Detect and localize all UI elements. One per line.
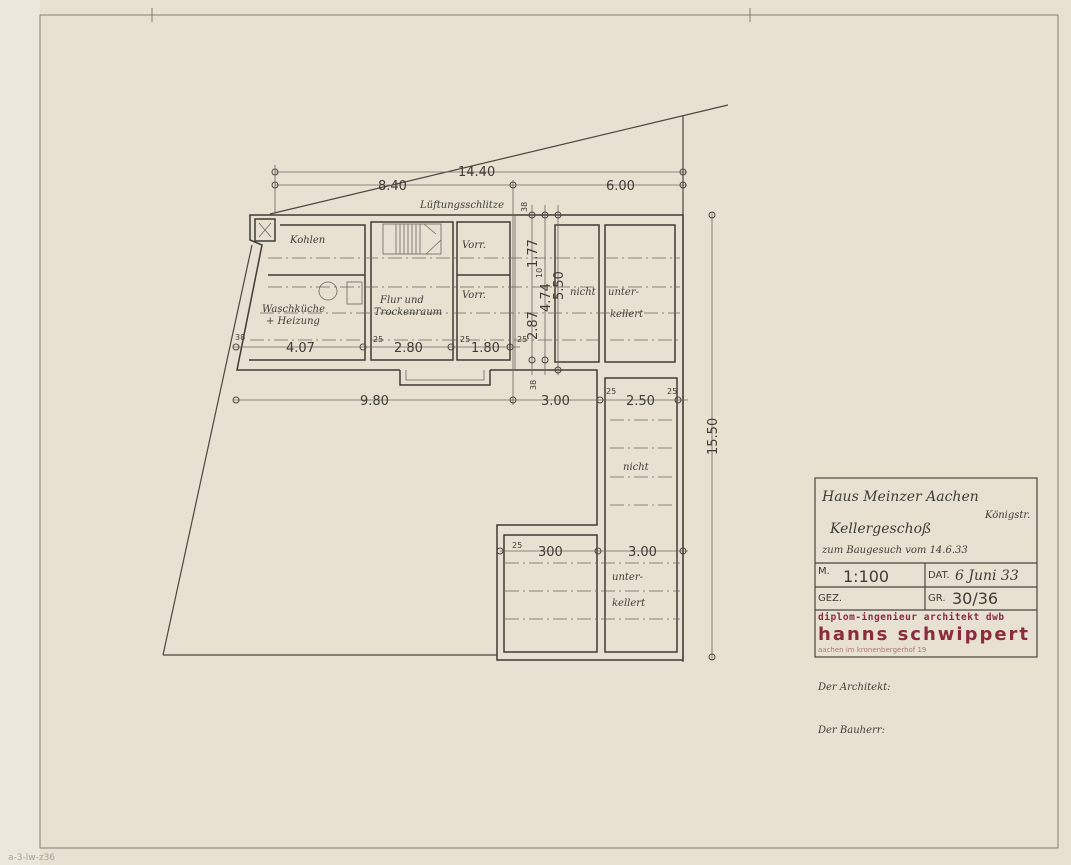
architect-stamp-name: hanns schwippert (818, 624, 1030, 645)
dim-407: 4.07 (286, 341, 315, 356)
room-label-vorrat: Vorr. (462, 240, 486, 251)
dim-left-width: 8.40 (378, 179, 407, 194)
signature-client-label: Der Bauherr: (817, 725, 885, 736)
site-boundary (162, 104, 729, 662)
dim-250: 2.50 (626, 394, 655, 409)
scale-value: 1:100 (843, 567, 889, 586)
paper-margin-strip (0, 0, 40, 865)
dim-300: 300 (538, 545, 563, 560)
size-label: GR. (928, 593, 946, 604)
room-label-vorrat: Vorr. (462, 290, 486, 301)
dimension-lines (232, 165, 716, 661)
label-unterkellert: unter- (608, 287, 640, 298)
label-unterkellert: kellert (612, 598, 646, 609)
title-block: Haus Meinzer Aachen Königstr. Kellergesc… (814, 477, 1038, 658)
dim-10: 10 (535, 268, 544, 278)
dim-474: 4.74 (539, 283, 554, 312)
room-label-waschkueche: Waschküche (262, 304, 325, 315)
date-value: 6 Juni 33 (955, 568, 1019, 584)
label-nicht: nicht (570, 287, 597, 298)
scale-label: M. (818, 566, 830, 577)
dim-177: 1.77 (526, 239, 541, 268)
drawn-label: GEZ. (818, 593, 842, 604)
dim-25: 25 (517, 335, 527, 344)
chimney (254, 218, 276, 242)
label-unterkellert: kellert (610, 309, 644, 320)
dim-180: 1.80 (471, 341, 500, 356)
architect-stamp-line1: diplom-ingenieur architekt dwb (818, 612, 1005, 623)
dim-550: 5.50 (552, 271, 567, 300)
dim-25: 25 (512, 541, 522, 550)
dim-38: 38 (520, 202, 529, 212)
dim-38: 38 (235, 333, 245, 342)
label-nicht: nicht (623, 462, 650, 473)
room-label-trockenraum: Trockenraum (374, 307, 442, 318)
dim-300: 3.00 (541, 394, 570, 409)
dim-25: 25 (606, 387, 616, 396)
dim-total-width: 14.40 (458, 165, 495, 180)
size-value: 30/36 (952, 589, 998, 608)
sheet-title: Kellergeschoß (829, 521, 931, 537)
dim-25: 25 (373, 335, 383, 344)
dim-280: 2.80 (394, 341, 423, 356)
center-lines (250, 257, 680, 620)
dim-25: 25 (667, 387, 677, 396)
label-lueftungsschlitze: Lüftungsschlitze (419, 200, 504, 211)
room-label-heizung: + Heizung (266, 316, 320, 327)
building-walls (236, 214, 684, 661)
dim-right-width: 6.00 (606, 179, 635, 194)
date-label: DAT. (928, 570, 950, 581)
dim-25: 25 (460, 335, 470, 344)
signature-architect-label: Der Architekt: (817, 682, 891, 693)
dim-300: 3.00 (628, 545, 657, 560)
architect-stamp-address: aachen im kronenbergerhof 19 (818, 646, 926, 654)
dimension-labels: 14.40 8.40 6.00 4.07 2.80 1.80 25 25 25 … (235, 165, 721, 560)
project-street: Königstr. (984, 510, 1030, 521)
dim-287: 2.87 (526, 311, 541, 340)
label-unterkellert: unter- (612, 572, 644, 583)
project-title: Haus Meinzer Aachen (821, 489, 979, 505)
sheet-frame (39, 8, 1059, 849)
room-label-flur: Flur und (379, 295, 424, 306)
dim-1550: 15.50 (706, 418, 721, 455)
room-labels: Kohlen Waschküche + Heizung Flur und Tro… (262, 200, 650, 609)
room-label-kohlen: Kohlen (289, 235, 325, 246)
dim-38: 38 (529, 380, 538, 390)
archive-mark: a-3-lw-z36 (8, 853, 55, 863)
sheet-subtitle: zum Baugesuch vom 14.6.33 (821, 545, 968, 556)
sink (346, 281, 363, 305)
boiler (318, 281, 338, 301)
dim-980: 9.80 (360, 394, 389, 409)
